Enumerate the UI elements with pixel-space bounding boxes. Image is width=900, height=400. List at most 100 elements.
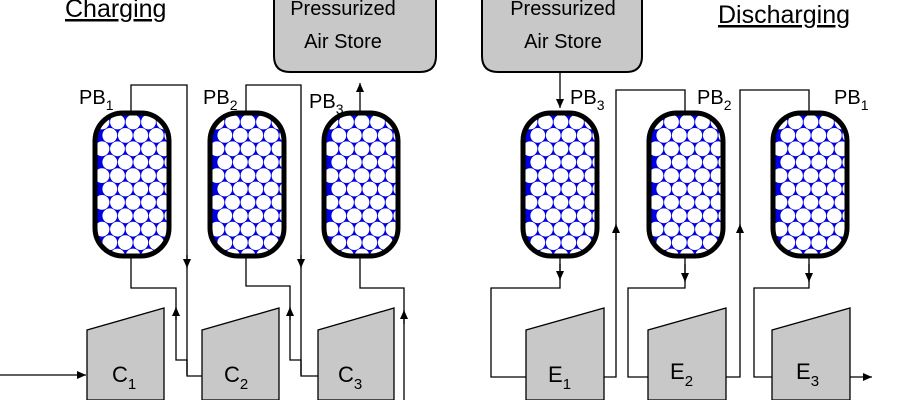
pebble bbox=[695, 168, 710, 184]
air-store-discharging-line2: Air Store bbox=[524, 31, 602, 53]
pebble bbox=[811, 154, 827, 170]
compressor-1-label: C1 bbox=[112, 362, 136, 393]
pebble bbox=[788, 195, 803, 210]
pebble bbox=[780, 181, 796, 197]
pebble bbox=[576, 154, 592, 170]
pebble bbox=[133, 181, 149, 197]
pebble bbox=[795, 154, 811, 170]
pebble bbox=[553, 221, 569, 237]
pebble bbox=[649, 195, 664, 210]
pebble bbox=[671, 235, 687, 251]
pebble bbox=[679, 221, 695, 237]
pebble bbox=[225, 141, 240, 157]
pebble bbox=[538, 195, 553, 210]
pebble bbox=[263, 154, 279, 170]
pebble bbox=[354, 114, 370, 130]
pebble bbox=[102, 127, 118, 143]
expander-3: E3 bbox=[771, 307, 851, 400]
pebble bbox=[561, 181, 577, 197]
pebble bbox=[133, 235, 149, 251]
expander-3-label: E3 bbox=[796, 359, 819, 390]
pebble bbox=[569, 221, 584, 237]
pebble bbox=[117, 181, 133, 197]
pebble bbox=[788, 141, 803, 157]
pebble bbox=[530, 208, 546, 224]
pebble bbox=[256, 221, 271, 237]
pebble bbox=[795, 208, 811, 224]
pebble bbox=[819, 221, 834, 237]
pebble bbox=[811, 208, 827, 224]
pebble bbox=[695, 221, 710, 237]
pebble bbox=[148, 181, 164, 197]
pebble bbox=[811, 235, 827, 251]
pebble bbox=[354, 195, 370, 210]
pebble bbox=[780, 127, 796, 143]
pebble bbox=[125, 141, 141, 157]
pebble bbox=[649, 141, 664, 157]
pebble bbox=[819, 195, 834, 210]
pebble bbox=[664, 168, 679, 184]
pebble bbox=[569, 114, 584, 130]
pebble bbox=[545, 181, 561, 197]
air-store-charging-line1: Pressurized bbox=[290, 0, 396, 20]
pebble bbox=[324, 168, 339, 184]
pebble bbox=[664, 141, 679, 157]
pebble bbox=[248, 127, 264, 143]
pebble bbox=[346, 208, 362, 224]
pebble bbox=[819, 141, 834, 157]
charging-heading: Charging bbox=[65, 0, 166, 23]
pebble bbox=[538, 141, 553, 157]
pebble bbox=[773, 141, 788, 157]
pebble bbox=[232, 235, 248, 251]
pebble bbox=[102, 235, 118, 251]
compressor-3: C3 bbox=[317, 307, 395, 400]
pebble bbox=[377, 208, 393, 224]
pebble bbox=[232, 181, 248, 197]
pebble bbox=[826, 181, 842, 197]
pebble bbox=[133, 154, 149, 170]
pebble bbox=[695, 195, 710, 210]
pebble bbox=[687, 208, 703, 224]
pebble bbox=[370, 168, 385, 184]
pebble bbox=[780, 154, 796, 170]
pebble bbox=[530, 127, 546, 143]
packed-bed-vessel-d2 bbox=[646, 110, 726, 259]
pebble bbox=[795, 127, 811, 143]
pebble bbox=[569, 168, 584, 184]
pebble bbox=[225, 168, 240, 184]
pebble bbox=[569, 195, 584, 210]
pebble bbox=[561, 208, 577, 224]
pebble bbox=[664, 221, 679, 237]
expander-2-label: E2 bbox=[670, 359, 693, 390]
pebble bbox=[664, 114, 679, 130]
pebble bbox=[826, 208, 842, 224]
pebble bbox=[217, 208, 233, 224]
pebble bbox=[671, 154, 687, 170]
pebble bbox=[331, 127, 347, 143]
pebble bbox=[141, 195, 156, 210]
pebble bbox=[331, 154, 347, 170]
expander-1: E1 bbox=[525, 307, 605, 400]
pebble bbox=[545, 208, 561, 224]
pebble bbox=[656, 154, 672, 170]
pebble bbox=[256, 114, 271, 130]
pebble bbox=[95, 168, 110, 184]
pebble bbox=[788, 114, 803, 130]
packed-bed-vessel-c3 bbox=[321, 110, 401, 259]
pebble bbox=[339, 221, 354, 237]
pebble bbox=[225, 195, 240, 210]
pebble bbox=[679, 168, 695, 184]
compressor-1: C1 bbox=[86, 307, 165, 400]
pebble bbox=[217, 154, 233, 170]
pebble bbox=[545, 154, 561, 170]
pebble bbox=[656, 235, 672, 251]
pebble bbox=[370, 114, 385, 130]
pebble bbox=[256, 195, 271, 210]
pebble bbox=[773, 195, 788, 210]
packed-bed-vessel-c1 bbox=[92, 110, 172, 259]
pebble bbox=[702, 154, 718, 170]
pebble bbox=[102, 154, 118, 170]
pebble bbox=[795, 181, 811, 197]
pebble bbox=[141, 114, 156, 130]
